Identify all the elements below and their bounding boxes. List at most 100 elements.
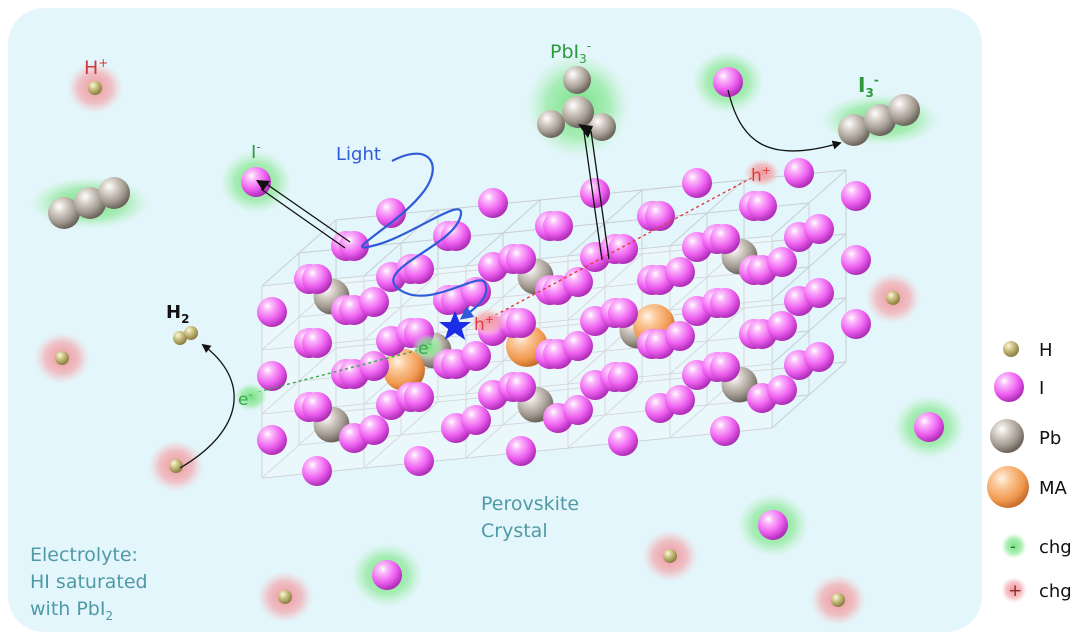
iodine-atom <box>359 287 389 317</box>
plumbate-iodine <box>537 110 565 138</box>
lattice-line <box>771 297 847 365</box>
svg-text:MA: MA <box>1039 478 1068 499</box>
pbi3-label: PbI3- <box>550 39 591 66</box>
legend-item-h: H <box>1003 340 1053 361</box>
iodide-ion <box>758 510 788 540</box>
svg-text:I: I <box>1039 378 1044 399</box>
svg-text:chg: chg <box>1039 537 1072 558</box>
triiodide-left-atom <box>74 187 106 219</box>
svg-text:e-: e- <box>238 388 252 410</box>
iodine-atom <box>339 231 369 261</box>
h-plus-ion <box>55 351 69 365</box>
iodine-atom <box>665 321 695 351</box>
iodine-atom <box>302 264 332 294</box>
lattice-line <box>567 253 643 321</box>
plumbate-iodine <box>588 113 616 141</box>
svg-text:+: + <box>1008 581 1022 601</box>
hole-path <box>489 175 756 319</box>
iodine-atom <box>441 221 471 251</box>
iodine-atom <box>767 375 797 405</box>
crystal-label-line1: Perovskite <box>481 493 579 515</box>
lattice-line <box>771 169 847 237</box>
plumbate-iodine <box>563 66 591 94</box>
legend-item-pb: Pb <box>990 419 1061 453</box>
svg-text:h+: h+ <box>751 164 771 186</box>
h2-molecule <box>173 326 198 345</box>
triiodide-left-atom <box>98 177 130 209</box>
legend-item-ma: MA <box>987 466 1068 508</box>
svg-text:e-: e- <box>418 337 432 359</box>
iodine-atom <box>710 352 740 382</box>
lattice-line <box>363 209 439 277</box>
iodide-ion <box>713 67 743 97</box>
iodine-atom <box>478 188 508 218</box>
iodine-atom <box>404 382 434 412</box>
iodine-atom <box>608 234 638 264</box>
iodine-atom <box>404 446 434 476</box>
lattice-line <box>669 179 745 247</box>
i-minus-label: I- <box>251 140 261 163</box>
electrolyte-label-line1: Electrolyte: <box>30 544 138 566</box>
iodine-atom <box>784 158 814 188</box>
h-plus-ion <box>663 549 677 563</box>
ma-cation <box>383 349 425 391</box>
iodine-atom <box>608 426 638 456</box>
plumbate-dissolution-arrow <box>578 124 610 261</box>
iodine-atom <box>506 436 536 466</box>
lattice-line <box>363 273 439 341</box>
legend-item-negative-charge: - chg <box>1001 533 1072 559</box>
plumbate-lead <box>562 96 594 128</box>
iodine-atom <box>804 342 834 372</box>
iodine-atom <box>645 201 675 231</box>
iodine-atom <box>841 309 871 339</box>
lattice-line <box>771 361 847 429</box>
iodine-atom <box>506 244 536 274</box>
svg-text:chg: chg <box>1039 581 1072 602</box>
hole-badge-inner: h+ <box>470 308 506 336</box>
lattice-face <box>262 340 364 414</box>
svg-text:-: - <box>1010 537 1016 556</box>
iodine-atom <box>506 372 536 402</box>
legend-item-positive-charge: + chg <box>1001 577 1072 603</box>
iodine-atom <box>682 168 712 198</box>
iodide-release-arrow <box>256 180 351 249</box>
lattice-line <box>771 233 847 301</box>
iodine-atom <box>302 392 332 422</box>
legend-item-i: I <box>994 372 1044 402</box>
iodide-ion <box>914 412 944 442</box>
iodine-atom <box>747 191 777 221</box>
triiodide-right-atom <box>888 94 920 126</box>
triiodide-right-atom <box>864 104 896 136</box>
iodine-atom <box>563 395 593 425</box>
svg-text:Pb: Pb <box>1039 428 1061 449</box>
svg-text:h+: h+ <box>474 313 494 335</box>
h-plus-ion <box>88 81 102 95</box>
iodine-atom <box>710 416 740 446</box>
iodine-atom <box>404 254 434 284</box>
hydrogen-evolution-arrow <box>179 343 235 469</box>
light-label: Light <box>336 144 381 165</box>
crystal-label-line2: Crystal <box>481 520 548 542</box>
iodine-atom <box>710 224 740 254</box>
electron-badge-inner: e- <box>412 334 444 360</box>
h-plus-ion <box>831 593 845 607</box>
iodine-atom <box>461 405 491 435</box>
iodine-atom <box>563 267 593 297</box>
iodine-atom <box>841 181 871 211</box>
iodine-atom <box>608 298 638 328</box>
excitation-star <box>439 311 471 340</box>
i3-label: I3- <box>858 73 879 100</box>
lattice-line <box>465 199 541 267</box>
iodine-atom <box>767 311 797 341</box>
triiodide-right-atom <box>838 114 870 146</box>
iodine-atom <box>506 308 536 338</box>
h-plus-label: H+ <box>84 56 108 79</box>
iodine-atom <box>563 331 593 361</box>
svg-text:H: H <box>1039 340 1053 361</box>
iodine-atom <box>710 288 740 318</box>
triiodide-arrow <box>727 89 842 152</box>
iodine-atom <box>257 361 287 391</box>
iodine-atom <box>302 328 332 358</box>
iodine-atom <box>461 341 491 371</box>
